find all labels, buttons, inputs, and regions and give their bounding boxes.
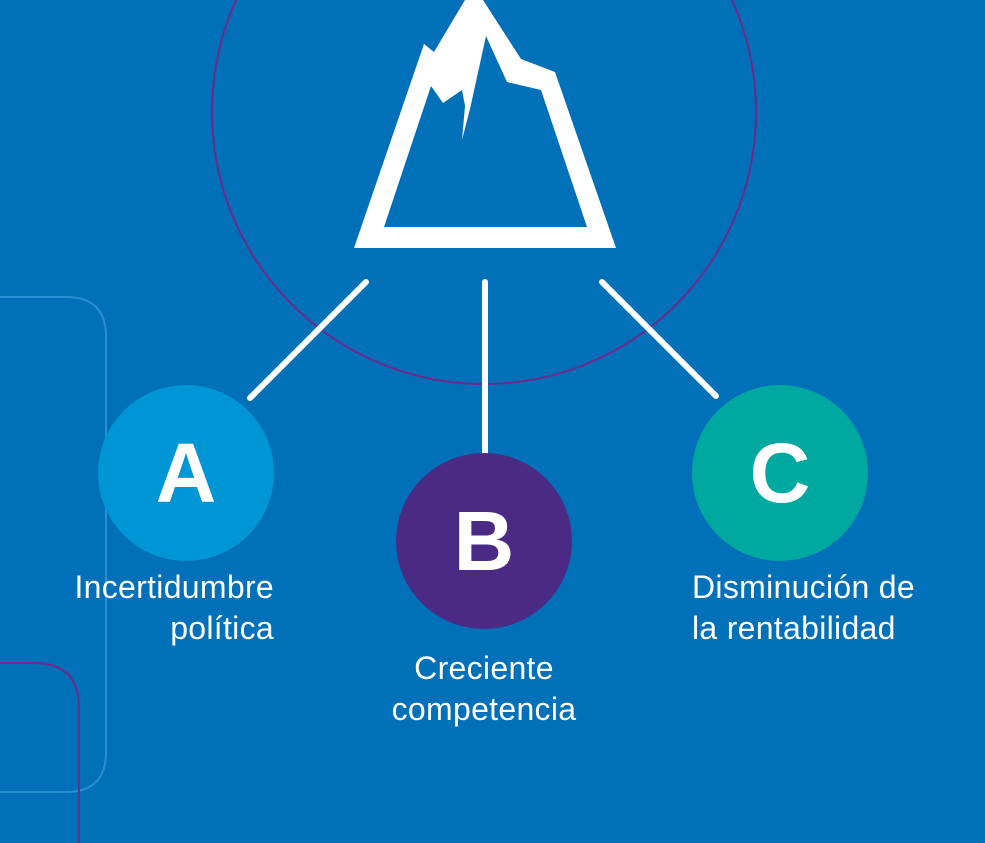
mountain-peak-icon	[354, 0, 616, 248]
deco-outline-blue	[0, 296, 107, 793]
node-b-letter: B	[453, 493, 515, 588]
node-a-label-line1: Incertidumbre	[74, 569, 274, 605]
node-c-circle: C	[692, 385, 868, 561]
node-c-label-line2: la rentabilidad	[692, 610, 896, 646]
node-c-label-line1: Disminución de	[692, 569, 915, 605]
connector-line-c	[599, 279, 719, 399]
node-b-label-line1: Creciente	[414, 650, 554, 686]
deco-outline-purple	[0, 662, 80, 843]
node-a-letter: A	[155, 425, 217, 520]
node-a-label: Incertidumbre política	[0, 567, 274, 649]
node-a-label-line2: política	[170, 610, 274, 646]
node-b-label: Creciente competencia	[336, 648, 632, 730]
node-a-circle: A	[98, 385, 274, 561]
node-b-label-line2: competencia	[391, 691, 577, 727]
node-c-letter: C	[749, 425, 811, 520]
node-c-label: Disminución de la rentabilidad	[692, 567, 985, 649]
connector-line-a	[247, 279, 369, 401]
node-b-circle: B	[396, 453, 572, 629]
